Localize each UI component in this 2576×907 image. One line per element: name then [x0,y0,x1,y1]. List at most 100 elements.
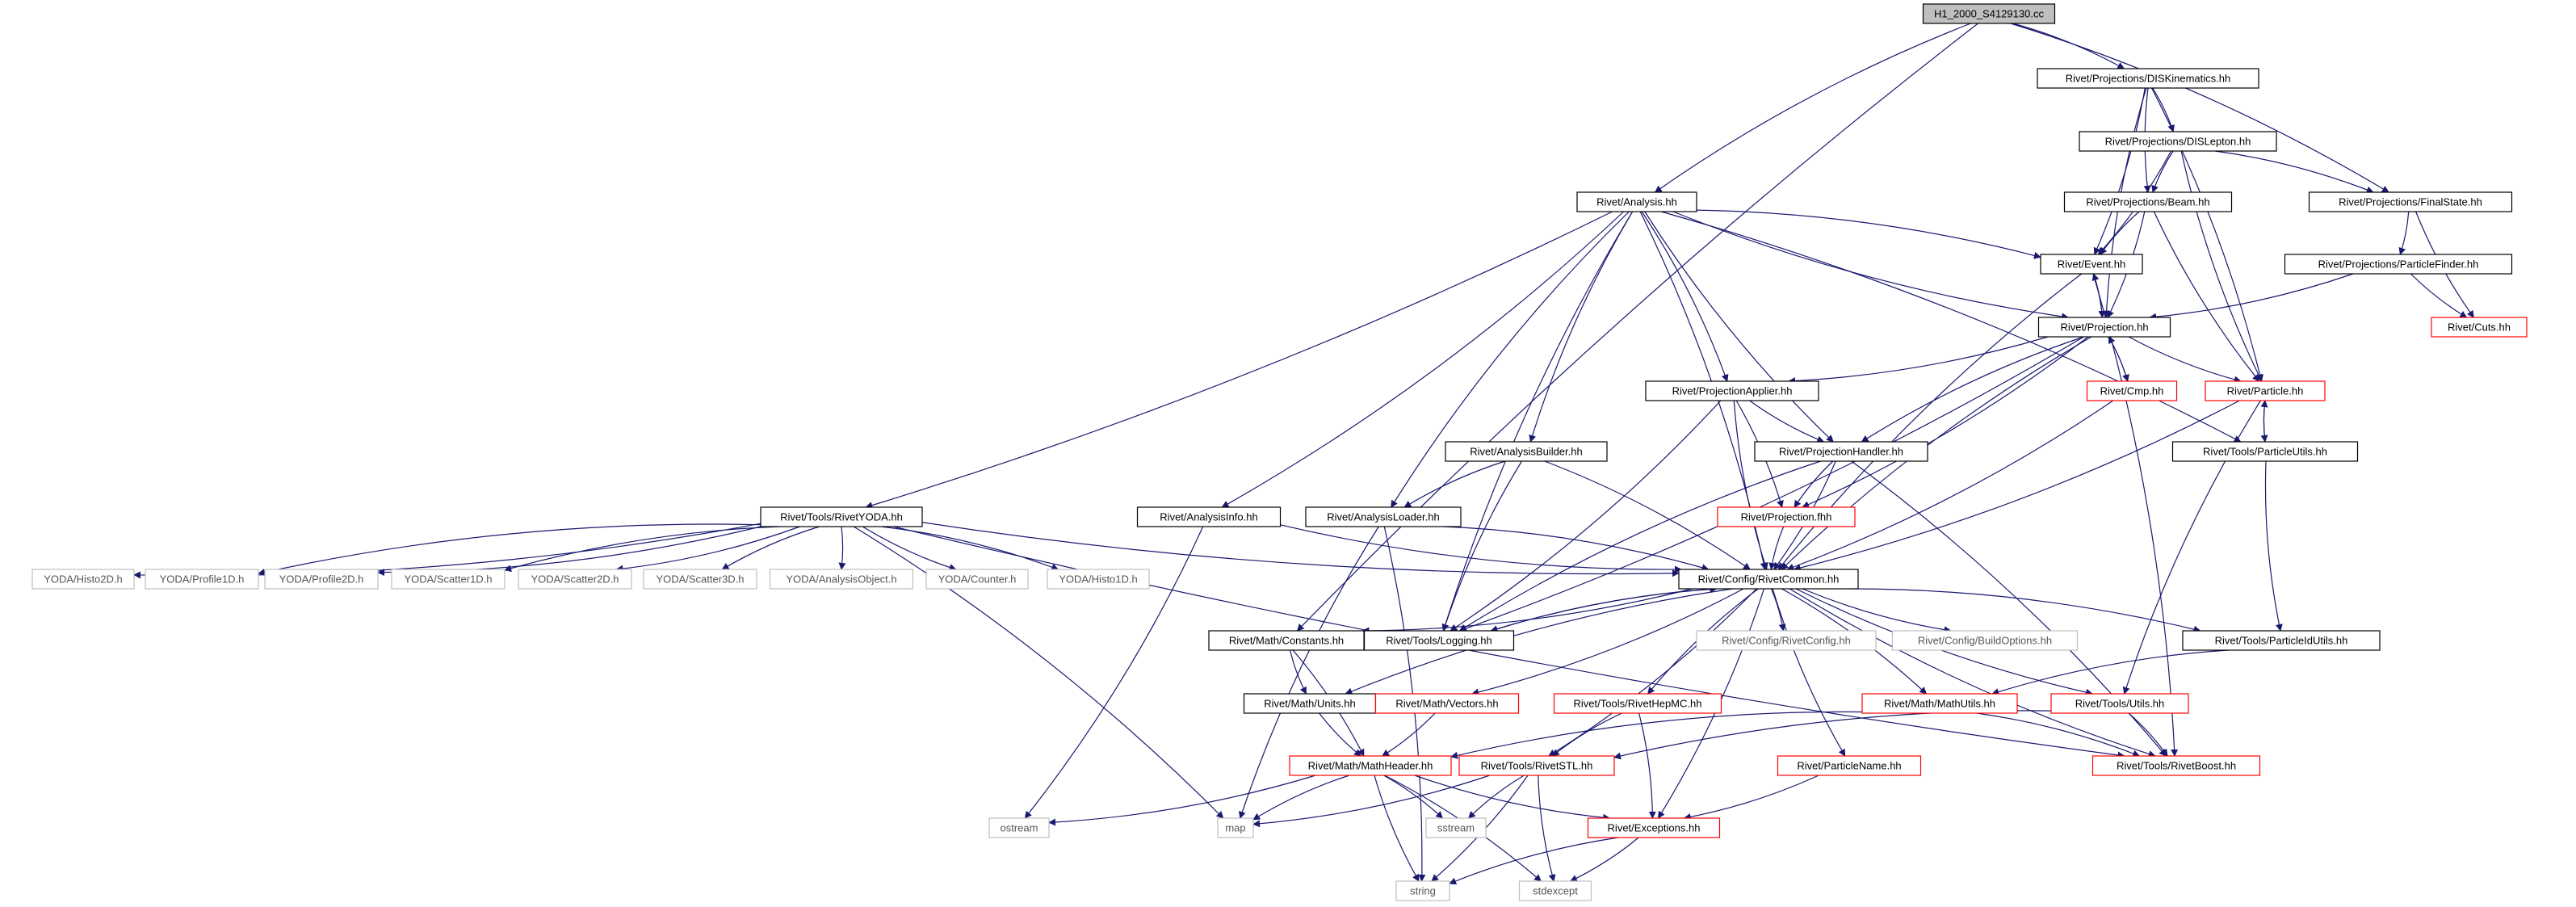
node-stdexcept: stdexcept [1518,880,1592,901]
node-label-hepmc: Rivet/Tools/RivetHepMC.hh [1574,698,1702,710]
edge-phandler-to-logging [1458,460,1821,632]
node-mathheader[interactable]: Rivet/Math/MathHeader.hh [1289,755,1452,776]
node-mathutils[interactable]: Rivet/Math/MathUtils.hh [1861,693,2018,714]
node-pname[interactable]: Rivet/ParticleName.hh [1777,755,1922,776]
edge-vectors-to-mathheader [1382,712,1436,757]
node-root[interactable]: H1_2000_S4129130.cc [1922,3,2056,24]
edge-cmp-to-common [1786,400,2114,571]
node-projection[interactable]: Rivet/Projection.hh [2037,317,2171,338]
node-label-pidutils: Rivet/Tools/ParticleIdUtils.hh [2215,635,2348,647]
edge-putils-to-particle [2260,400,2268,443]
edge-root-to-finalstate [2010,23,2389,193]
node-vectors[interactable]: Rivet/Math/Vectors.hh [1374,693,1520,714]
edge-ryoda-to-s1d [504,526,781,573]
node-label-cmp: Rivet/Cmp.hh [2100,385,2164,397]
node-box-cuts [2431,317,2528,338]
edge-common-to-buildopt [1802,588,1952,634]
node-putils[interactable]: Rivet/Tools/ParticleUtils.hh [2171,441,2359,462]
edge-aloader-to-common [1443,526,1710,572]
edge-beam-to-particle [2153,211,2260,382]
node-label-common: Rivet/Config/RivetCommon.hh [1698,573,1840,586]
node-phandler[interactable]: Rivet/ProjectionHandler.hh [1754,441,1928,462]
node-label-s2d: YODA/Scatter2D.h [531,573,619,586]
node-box-pfinder [2284,254,2513,275]
node-label-counter: YODA/Counter.h [938,573,1017,586]
node-box-common [1678,569,1859,590]
node-ryoda[interactable]: Rivet/Tools/RivetYODA.hh [760,506,923,527]
node-string: string [1395,880,1450,901]
edge-exceptions-to-stdexcept [1569,837,1639,882]
node-ainfo[interactable]: Rivet/AnalysisInfo.hh [1136,506,1282,527]
edge-analysis-to-papplier [1641,211,1729,382]
edge-common-to-logging [1490,588,1717,632]
node-exceptions[interactable]: Rivet/Exceptions.hh [1587,817,1721,838]
node-label-projection: Rivet/Projection.hh [2060,321,2148,334]
node-beam[interactable]: Rivet/Projections/Beam.hh [2063,191,2233,212]
node-tutils[interactable]: Rivet/Tools/Utils.hh [2050,693,2189,714]
node-box-disk [2037,68,2259,89]
node-box-ryoda [760,506,923,527]
node-box-mathheader [1289,755,1452,776]
node-p2d: YODA/Profile2D.h [264,569,379,590]
node-box-hepmc [1553,693,1722,714]
node-label-logging: Rivet/Tools/Logging.hh [1386,635,1492,647]
node-label-papplier: Rivet/ProjectionApplier.hh [1672,385,1793,397]
edge-ainfo-to-common [1280,524,1682,573]
node-cuts[interactable]: Rivet/Cuts.hh [2431,317,2528,338]
edge-analysis-to-putils [1661,211,2242,443]
node-label-analysis: Rivet/Analysis.hh [1596,196,1677,208]
node-common[interactable]: Rivet/Config/RivetCommon.hh [1678,569,1859,590]
node-finalstate[interactable]: Rivet/Projections/FinalState.hh [2308,191,2513,212]
node-box-pname [1777,755,1922,776]
node-boost[interactable]: Rivet/Tools/RivetBoost.hh [2091,755,2261,776]
edge-ryoda-to-counter [862,526,957,571]
edge-mathheader-to-map [1252,775,1350,821]
edge-mathutils-to-boost [1976,712,2141,758]
node-rstl[interactable]: Rivet/Tools/RivetSTL.hh [1458,755,1615,776]
node-box-tutils [2050,693,2189,714]
edge-putils-to-pidutils [2264,460,2283,632]
node-hepmc[interactable]: Rivet/Tools/RivetHepMC.hh [1553,693,1722,714]
node-box-root [1922,3,2056,24]
node-cmp[interactable]: Rivet/Cmp.hh [2086,380,2178,401]
node-logging[interactable]: Rivet/Tools/Logging.hh [1363,630,1515,651]
node-projfhh[interactable]: Rivet/Projection.fhh [1717,506,1856,527]
node-aloader[interactable]: Rivet/AnalysisLoader.hh [1305,506,1462,527]
edge-hepmc-to-rstl [1551,712,1622,757]
node-box-aobj [769,569,914,590]
edge-papplier-to-logging [1450,400,1722,632]
edge-analysis-to-abuilder [1529,211,1634,443]
edge-analysis-to-ryoda [865,211,1613,509]
edge-projection-to-event [2091,273,2104,318]
node-box-papplier [1645,380,1819,401]
node-label-h1d: YODA/Histo1D.h [1059,573,1138,586]
node-label-rconfig: Rivet/Config/RivetConfig.hh [1722,635,1851,647]
edge-layer [133,23,2474,885]
node-box-string [1395,880,1450,901]
edge-common-to-boost [1789,588,2156,758]
edge-projection-to-logging [1458,336,2084,632]
edge-ryoda-to-h2d [133,523,761,579]
edge-units-to-mathheader [1319,712,1362,757]
node-aobj: YODA/AnalysisObject.h [769,569,914,590]
edge-abuilder-to-logging [1441,460,1523,632]
node-constants[interactable]: Rivet/Math/Constants.hh [1208,630,1365,651]
node-h1d: YODA/Histo1D.h [1047,569,1150,590]
node-abuilder[interactable]: Rivet/AnalysisBuilder.hh [1445,441,1608,462]
node-pidutils[interactable]: Rivet/Tools/ParticleIdUtils.hh [2182,630,2381,651]
node-label-sstream: sstream [1437,822,1475,834]
node-box-mathutils [1861,693,2018,714]
edge-root-to-analysis [1654,23,1971,193]
node-particle[interactable]: Rivet/Particle.hh [2205,380,2326,401]
node-analysis[interactable]: Rivet/Analysis.hh [1576,191,1697,212]
node-pfinder[interactable]: Rivet/Projections/ParticleFinder.hh [2284,254,2513,275]
node-event[interactable]: Rivet/Event.hh [2040,254,2143,275]
edge-rstl-to-sstream [1467,775,1525,819]
node-papplier[interactable]: Rivet/ProjectionApplier.hh [1645,380,1819,401]
node-label-mathutils: Rivet/Math/MathUtils.hh [1884,698,1995,710]
edge-projection-to-projfhh [1802,336,2089,508]
node-disk[interactable]: Rivet/Projections/DISKinematics.hh [2037,68,2259,89]
node-units[interactable]: Rivet/Math/Units.hh [1243,693,1377,714]
node-dislepton[interactable]: Rivet/Projections/DISLepton.hh [2079,131,2277,152]
edge-cmp-to-projection [2108,336,2129,382]
